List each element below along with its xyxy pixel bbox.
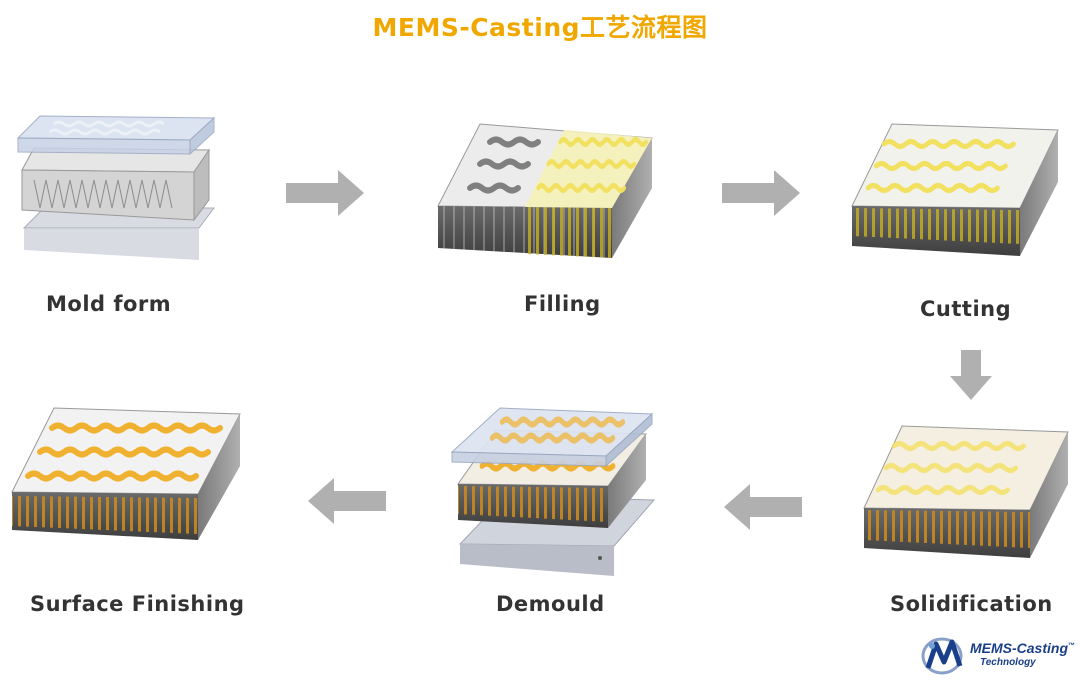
- step-image-cutting: [851, 123, 1059, 256]
- step-image-solidification: [863, 425, 1069, 558]
- arrow-left-icon: [308, 478, 386, 524]
- arrow-down-icon: [950, 350, 992, 400]
- step-label-surface-finishing: Surface Finishing: [30, 592, 245, 616]
- step-label-demould: Demould: [496, 592, 605, 616]
- step-image-surface-finishing: [11, 407, 241, 540]
- arrow-left-icon: [724, 484, 802, 530]
- arrow-right-icon: [286, 170, 364, 216]
- arrow-right-icon: [722, 170, 800, 216]
- step-image-mold-form: [16, 115, 216, 260]
- step-image-filling: [437, 123, 653, 258]
- step-label-mold-form: Mold form: [46, 292, 172, 316]
- diagram-title: MEMS-Casting工艺流程图: [372, 13, 708, 42]
- logo-mark-icon: [921, 637, 963, 675]
- step-label-solidification: Solidification: [890, 592, 1053, 616]
- logo-subtitle: Technology: [980, 657, 1036, 668]
- logo-name: MEMS-Casting: [970, 640, 1068, 656]
- company-logo: MEMS-Casting™ Technology: [918, 636, 1078, 676]
- step-label-filling: Filling: [524, 292, 601, 316]
- step-image-demould: [450, 407, 656, 576]
- step-label-cutting: Cutting: [920, 297, 1012, 321]
- logo-tm: ™: [1068, 642, 1075, 650]
